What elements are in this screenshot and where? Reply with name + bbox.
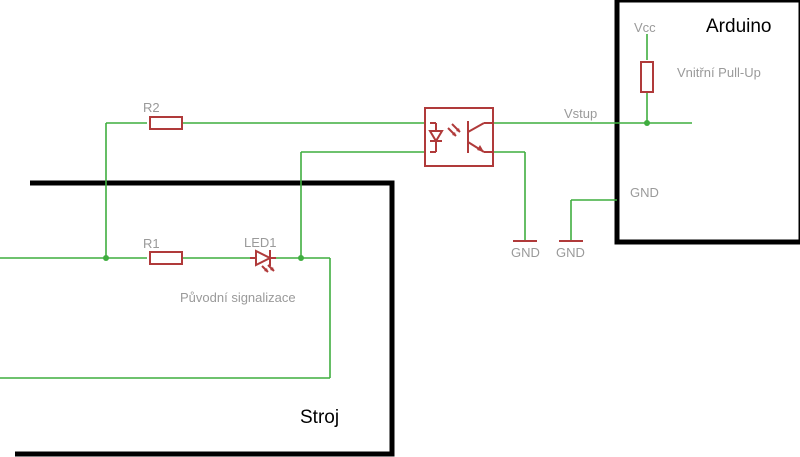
r1-label: R1: [143, 236, 160, 251]
machine-label: Stroj: [300, 407, 339, 428]
led1-label: LED1: [244, 235, 277, 250]
machine-frame: [15, 180, 395, 457]
arduino-label: Arduino: [706, 16, 772, 37]
pullup-label: Vnitřní Pull-Up: [677, 65, 761, 80]
arduino-frame: [614, 0, 800, 245]
resistor-pullup: [640, 61, 654, 93]
led1-symbol: [250, 249, 276, 273]
r2-label: R2: [143, 100, 160, 115]
vcc-label: Vcc: [634, 20, 656, 35]
junction-pullup: [644, 120, 650, 126]
gnd-label-2: GND: [556, 245, 585, 260]
gnd-label-1: GND: [511, 245, 540, 260]
resistor-r2: [149, 116, 183, 130]
junction-r2: [103, 255, 109, 261]
arduino-gnd-label: GND: [630, 185, 659, 200]
wires: [0, 34, 692, 379]
vstup-label: Vstup: [564, 106, 597, 121]
resistor-r1: [149, 251, 183, 265]
original-signal-note: Původní signalizace: [180, 290, 296, 305]
junction-led: [298, 255, 304, 261]
optocoupler-symbol: [424, 107, 494, 167]
